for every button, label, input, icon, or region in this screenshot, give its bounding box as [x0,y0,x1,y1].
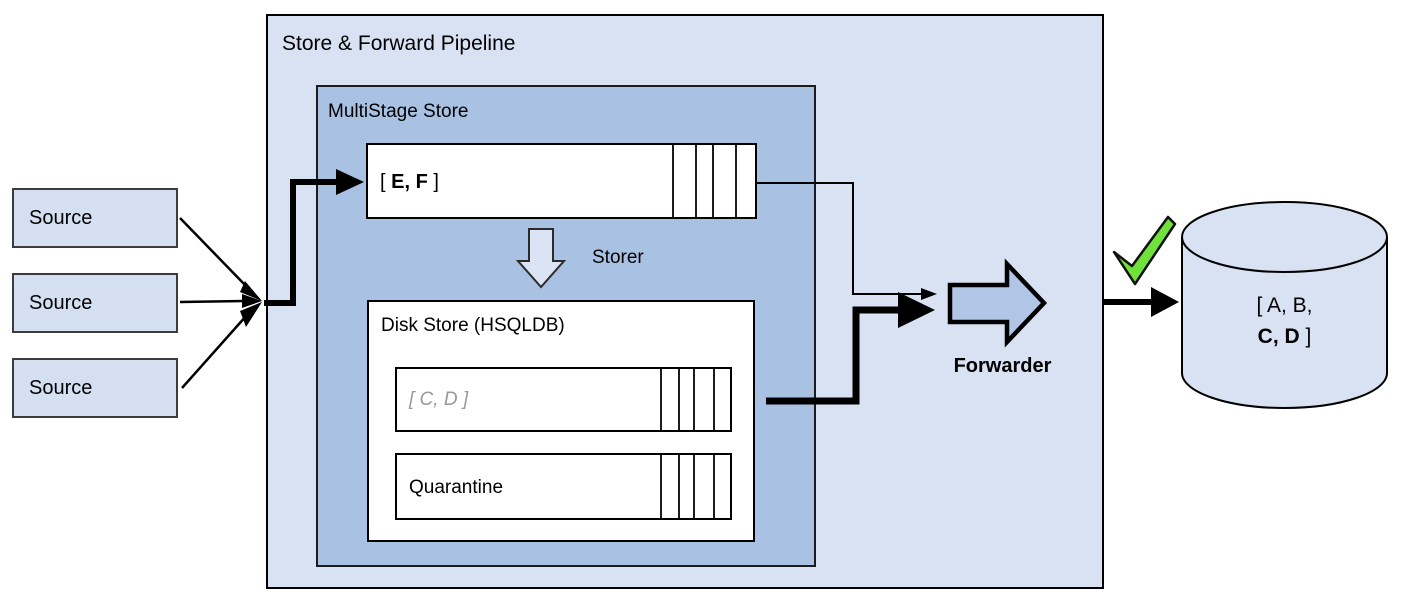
queue-slot-line [678,369,680,430]
forwarder-label: Forwarder [953,355,1052,377]
quarantine-queue-label: Quarantine [409,477,504,498]
database-line1: [ A, B, [1256,294,1313,317]
source-box: Source [12,358,178,418]
quarantine-queue [395,453,732,520]
queue-slot-line [660,369,662,430]
source-box: Source [12,188,178,248]
queue-slot-line [660,455,662,518]
bracket-close: ] [1299,325,1312,348]
bracket-close: ] [427,171,439,193]
queue-slot-line [672,145,674,217]
source-label: Source [29,291,93,314]
source-box: Source [12,273,178,333]
source-label: Source [29,376,93,399]
queue-slot-line [713,369,715,430]
memory-queue-items: E, F [391,171,428,193]
disk-queue-label: [ C, D ] [409,389,469,410]
queue-slot-line [735,145,737,217]
queue-slot-line [695,145,697,217]
bracket-open: [ [380,171,392,193]
queue-slot-line [712,145,714,217]
delivery-arrow [1104,287,1179,317]
database-contents: [ A, B, C, D ] [1182,290,1387,352]
green-check-icon [1112,215,1177,286]
queue-slot-line [678,455,680,518]
pipeline-title: Store & Forward Pipeline [282,32,516,55]
disk-store-title: Disk Store (HSQLDB) [381,315,565,336]
queue-slot-line [713,455,715,518]
database-line2: C, D ] [1182,321,1387,352]
multistage-store-title: MultiStage Store [328,101,469,122]
queue-slot-line [693,369,695,430]
disk-queue [395,367,732,432]
memory-queue [366,143,757,219]
memory-queue-label: [ E, F ] [380,171,439,194]
queue-slot-line [693,455,695,518]
source-connector-arrows [179,217,262,389]
storer-label: Storer [592,247,644,268]
source-label: Source [29,206,93,229]
database-line2-bold: C, D [1257,325,1300,348]
